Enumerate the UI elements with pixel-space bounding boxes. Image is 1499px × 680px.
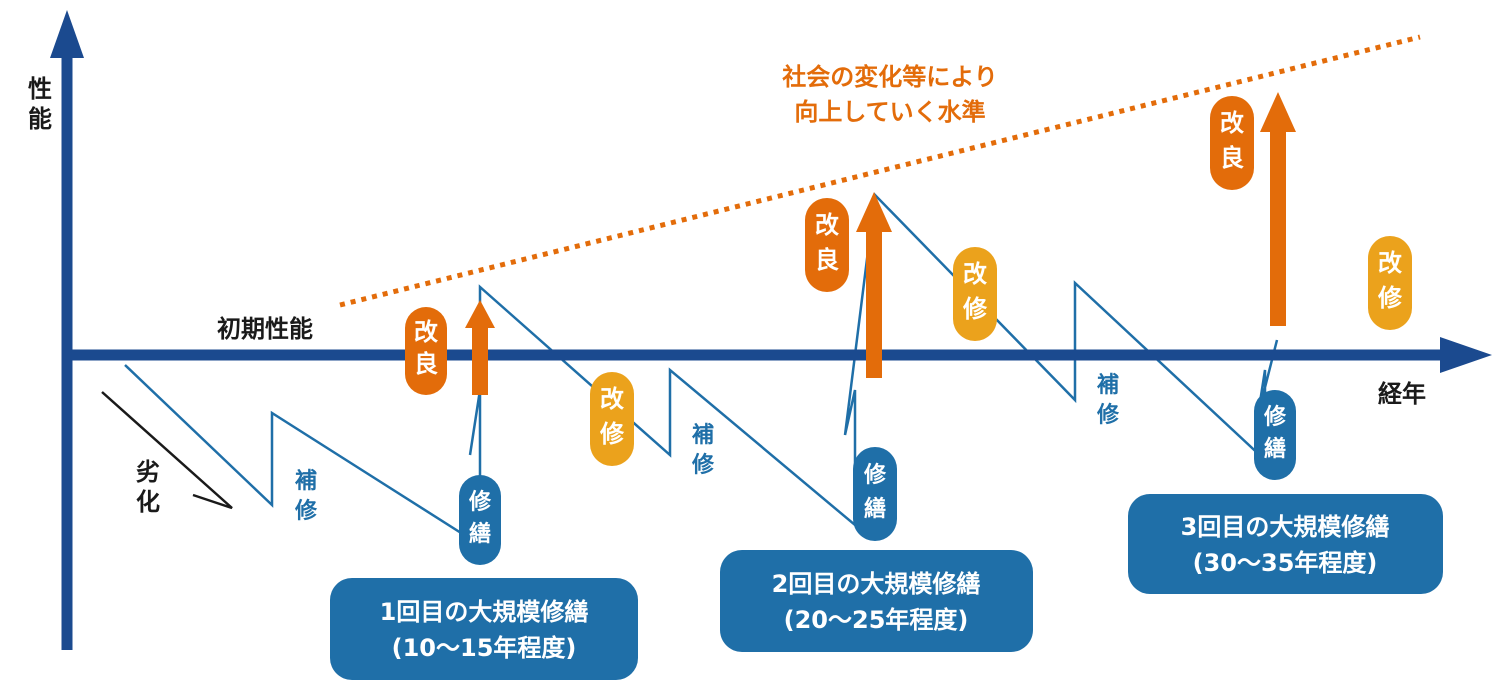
major-repair-1-title: 1回目の大規模修繕 xyxy=(380,598,589,626)
improvement-pill-3-char1: 改 xyxy=(1220,109,1244,137)
renovation-pill-2: 改 修 xyxy=(953,247,997,341)
major-repair-box-1: 1回目の大規模修繕 (10～15年程度) xyxy=(330,578,638,680)
improvement-arrow-2-shaft xyxy=(866,228,882,378)
improvement-pill-3-char2: 良 xyxy=(1220,144,1244,172)
deterioration-label-char1: 劣 xyxy=(136,458,160,486)
improvement-arrow-2-head xyxy=(856,192,892,232)
improvement-pill-1: 改 良 xyxy=(405,307,447,395)
renovation-pill-1-char2: 修 xyxy=(599,420,625,448)
renovation-pill-3: 改 修 xyxy=(1368,236,1412,330)
improvement-pill-1-char1: 改 xyxy=(414,318,438,346)
renovation-pill-1: 改 修 xyxy=(590,372,634,466)
y-axis-label-char1: 性 xyxy=(28,75,52,103)
renovation-pill-3-char1: 改 xyxy=(1378,249,1402,277)
renovation-pill-1-char1: 改 xyxy=(600,385,624,413)
deterioration-indicator xyxy=(101,391,233,510)
major-repair-box-3: 3回目の大規模修繕 (30～35年程度) xyxy=(1128,494,1443,594)
repair-pill-3-char1: 修 xyxy=(1263,404,1287,430)
repair-pill-1-char1: 修 xyxy=(468,489,492,515)
major-repair-1-period: (10～15年程度) xyxy=(392,634,577,662)
improvement-pill-2-char2: 良 xyxy=(815,246,839,274)
renovation-pill-2-char2: 修 xyxy=(962,295,988,323)
improvement-arrow-1-head xyxy=(465,300,495,328)
trend-label-line2: 向上していく水準 xyxy=(794,98,985,126)
trend-label-line1: 社会の変化等により xyxy=(782,63,998,91)
improvement-pill-1-char2: 良 xyxy=(414,350,438,378)
improvement-arrow-3-shaft xyxy=(1270,128,1286,326)
repair-pill-3-char2: 繕 xyxy=(1264,436,1286,462)
repair-pill-3: 修 繕 xyxy=(1254,390,1296,480)
y-axis-label-char2: 能 xyxy=(28,105,52,133)
rising-level-line xyxy=(339,34,1421,308)
deterioration-label-char2: 化 xyxy=(136,488,160,516)
major-repair-2-period: (20～25年程度) xyxy=(784,606,969,634)
performance-axis-arrowhead xyxy=(50,10,84,58)
major-repair-box-2: 2回目の大規模修繕 (20～25年程度) xyxy=(720,550,1033,652)
major-repair-2-title: 2回目の大規模修繕 xyxy=(772,570,981,598)
improvement-pill-2: 改 良 xyxy=(805,198,849,292)
time-axis-arrowhead xyxy=(1440,337,1492,373)
improvement-arrow-3-head xyxy=(1260,92,1296,132)
minor-repair-label-1-char1: 補 xyxy=(294,468,317,494)
repair-pill-1: 修 繕 xyxy=(459,475,501,565)
improvement-pill-3: 改 良 xyxy=(1210,96,1254,190)
major-repair-3-period: (30～35年程度) xyxy=(1193,549,1378,577)
improvement-arrow-1-shaft xyxy=(472,325,488,395)
renovation-pill-2-char1: 改 xyxy=(963,260,987,288)
renovation-pill-3-char2: 修 xyxy=(1377,284,1403,312)
major-repair-3-title: 3回目の大規模修繕 xyxy=(1181,513,1390,541)
minor-repair-label-2-char2: 修 xyxy=(691,452,715,478)
repair-pill-2-char2: 繕 xyxy=(864,496,886,522)
minor-repair-label-2-char1: 補 xyxy=(691,422,714,448)
minor-repair-label-1-char2: 修 xyxy=(294,498,318,524)
improvement-pill-2-char1: 改 xyxy=(815,211,839,239)
x-axis-label: 経年 xyxy=(1378,380,1426,408)
minor-repair-label-3-char1: 補 xyxy=(1096,372,1119,398)
repair-pill-2: 修 繕 xyxy=(853,447,897,541)
baseline-label: 初期性能 xyxy=(217,315,313,343)
minor-repair-label-3-char2: 修 xyxy=(1096,402,1120,428)
repair-pill-1-char2: 繕 xyxy=(469,521,491,547)
repair-pill-2-char1: 修 xyxy=(863,462,887,488)
